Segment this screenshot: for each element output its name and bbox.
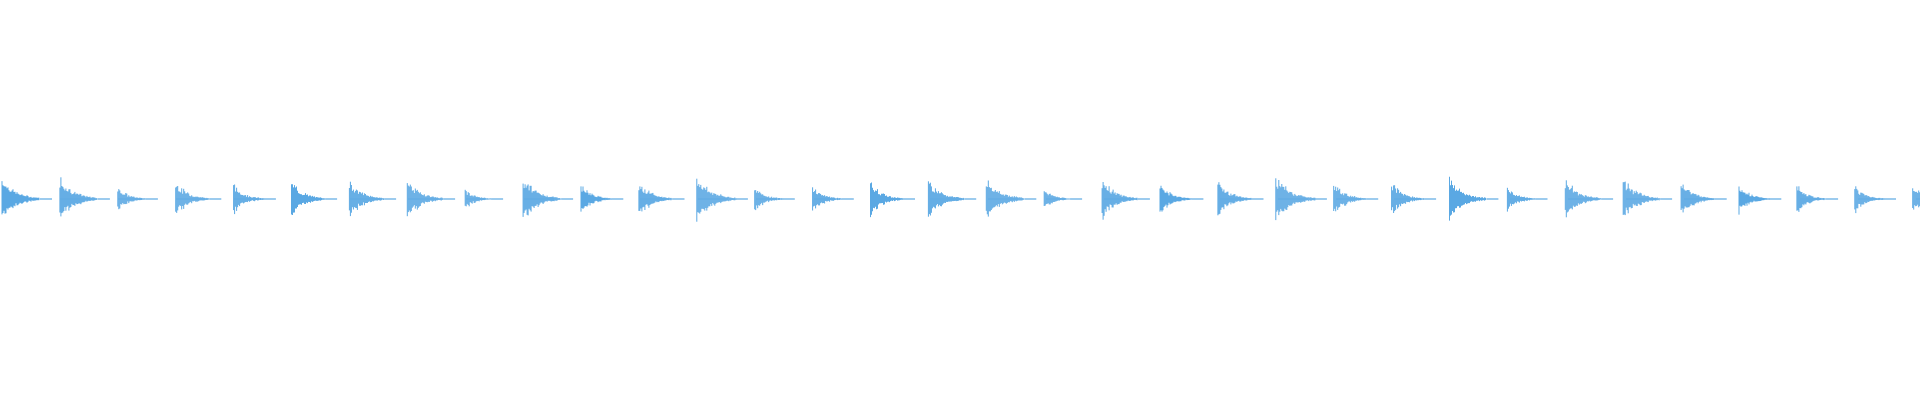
- waveform-transient: [1391, 185, 1437, 213]
- waveform-transient: [117, 189, 158, 210]
- waveform-transient: [870, 182, 915, 218]
- waveform-transient: [1333, 185, 1379, 212]
- waveform-transient: [1680, 184, 1727, 213]
- waveform-transient: [638, 186, 685, 212]
- waveform-transient: [233, 184, 276, 215]
- waveform-transient: [1912, 188, 1920, 210]
- waveform-transient: [1506, 187, 1548, 212]
- waveform-transient: [1796, 186, 1839, 212]
- waveform-transient: [406, 183, 456, 217]
- waveform-transient: [1854, 186, 1896, 214]
- waveform-transient: [1738, 186, 1782, 215]
- waveform-transient: [464, 189, 504, 207]
- waveform-transient: [696, 178, 748, 222]
- waveform-transient: [927, 181, 977, 217]
- waveform-transient: [580, 186, 624, 212]
- waveform-transient: [1275, 178, 1327, 221]
- waveform-transient: [1101, 182, 1150, 220]
- waveform-transient: [1043, 191, 1083, 206]
- waveform-transient: [291, 184, 338, 215]
- waveform-transient: [1217, 182, 1264, 216]
- waveform-transient: [1564, 180, 1614, 218]
- waveform-transient: [522, 183, 574, 217]
- waveform-transient: [1159, 185, 1204, 212]
- waveform-transient: [754, 190, 795, 211]
- waveform-transient: [985, 180, 1037, 217]
- waveform-transient: [348, 181, 397, 217]
- waveform-transient: [59, 177, 110, 217]
- waveform-transient: [175, 186, 222, 213]
- waveform-transient: [812, 187, 854, 211]
- waveform-transient: [1622, 181, 1673, 216]
- waveform-transient: [1, 181, 52, 215]
- waveform-transient: [1449, 176, 1499, 221]
